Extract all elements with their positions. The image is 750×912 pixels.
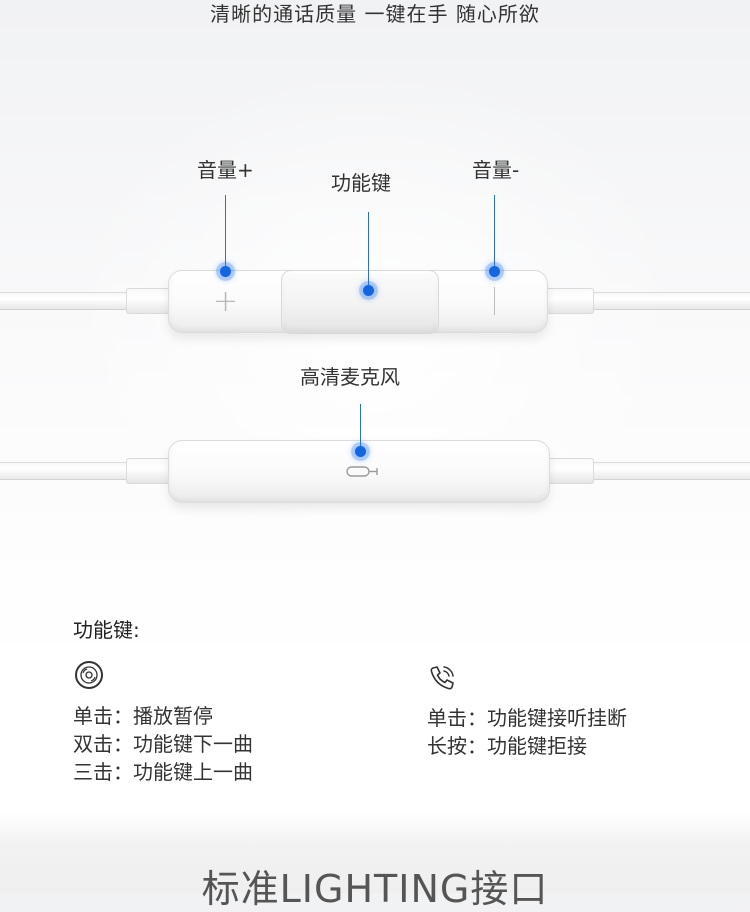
callout-label-volume-down: 音量- [472,158,520,182]
function-button[interactable] [281,270,439,334]
cable-end-right-upper [546,288,594,314]
minus-mark-icon [494,287,495,315]
callout-line-volume-up [225,195,226,269]
cable-left-upper [0,292,130,310]
remote-control-buttons: + [168,270,548,334]
callout-label-volume-up: 音量+ [197,158,254,182]
callout-line-function-key [368,212,369,286]
function-keys-title: 功能键: [73,618,140,642]
disc-icon [75,661,103,689]
playback-function-line: 双击：功能键下一曲 [73,732,253,756]
call-functions-list: 单击：功能键接听挂断 长按：功能键拒接 [427,704,627,760]
bottom-band [0,812,750,893]
callout-dot-microphone[interactable] [355,446,366,457]
callout-label-function-key: 功能键 [331,171,391,195]
call-function-line: 长按：功能键拒接 [427,734,587,758]
cable-end-left-lower [126,458,172,484]
microphone-icon [346,466,378,477]
callout-line-microphone [360,404,361,450]
playback-functions-list: 单击：播放暂停 双击：功能键下一曲 三击：功能键上一曲 [73,702,253,786]
cable-left-lower [0,462,130,480]
interface-section-heading: 标准LIGHTING接口 [201,867,549,911]
playback-function-line: 单击：播放暂停 [73,704,213,728]
cable-right-upper [590,292,750,310]
plus-mark-icon: + [213,284,239,319]
callout-dot-function-key[interactable] [363,285,374,296]
page-headline: 清晰的通话质量 一键在手 随心所欲 [210,2,540,26]
cable-right-lower [590,462,750,480]
playback-function-line: 三击：功能键上一曲 [73,760,253,784]
cable-end-left-upper [126,288,172,314]
callout-dot-volume-up[interactable] [220,266,231,277]
callout-label-microphone: 高清麦克风 [300,365,400,389]
callout-line-volume-down [494,195,495,269]
call-function-line: 单击：功能键接听挂断 [427,706,627,730]
phone-call-icon [430,666,454,690]
callout-dot-volume-down[interactable] [489,266,500,277]
cable-end-right-lower [546,458,594,484]
